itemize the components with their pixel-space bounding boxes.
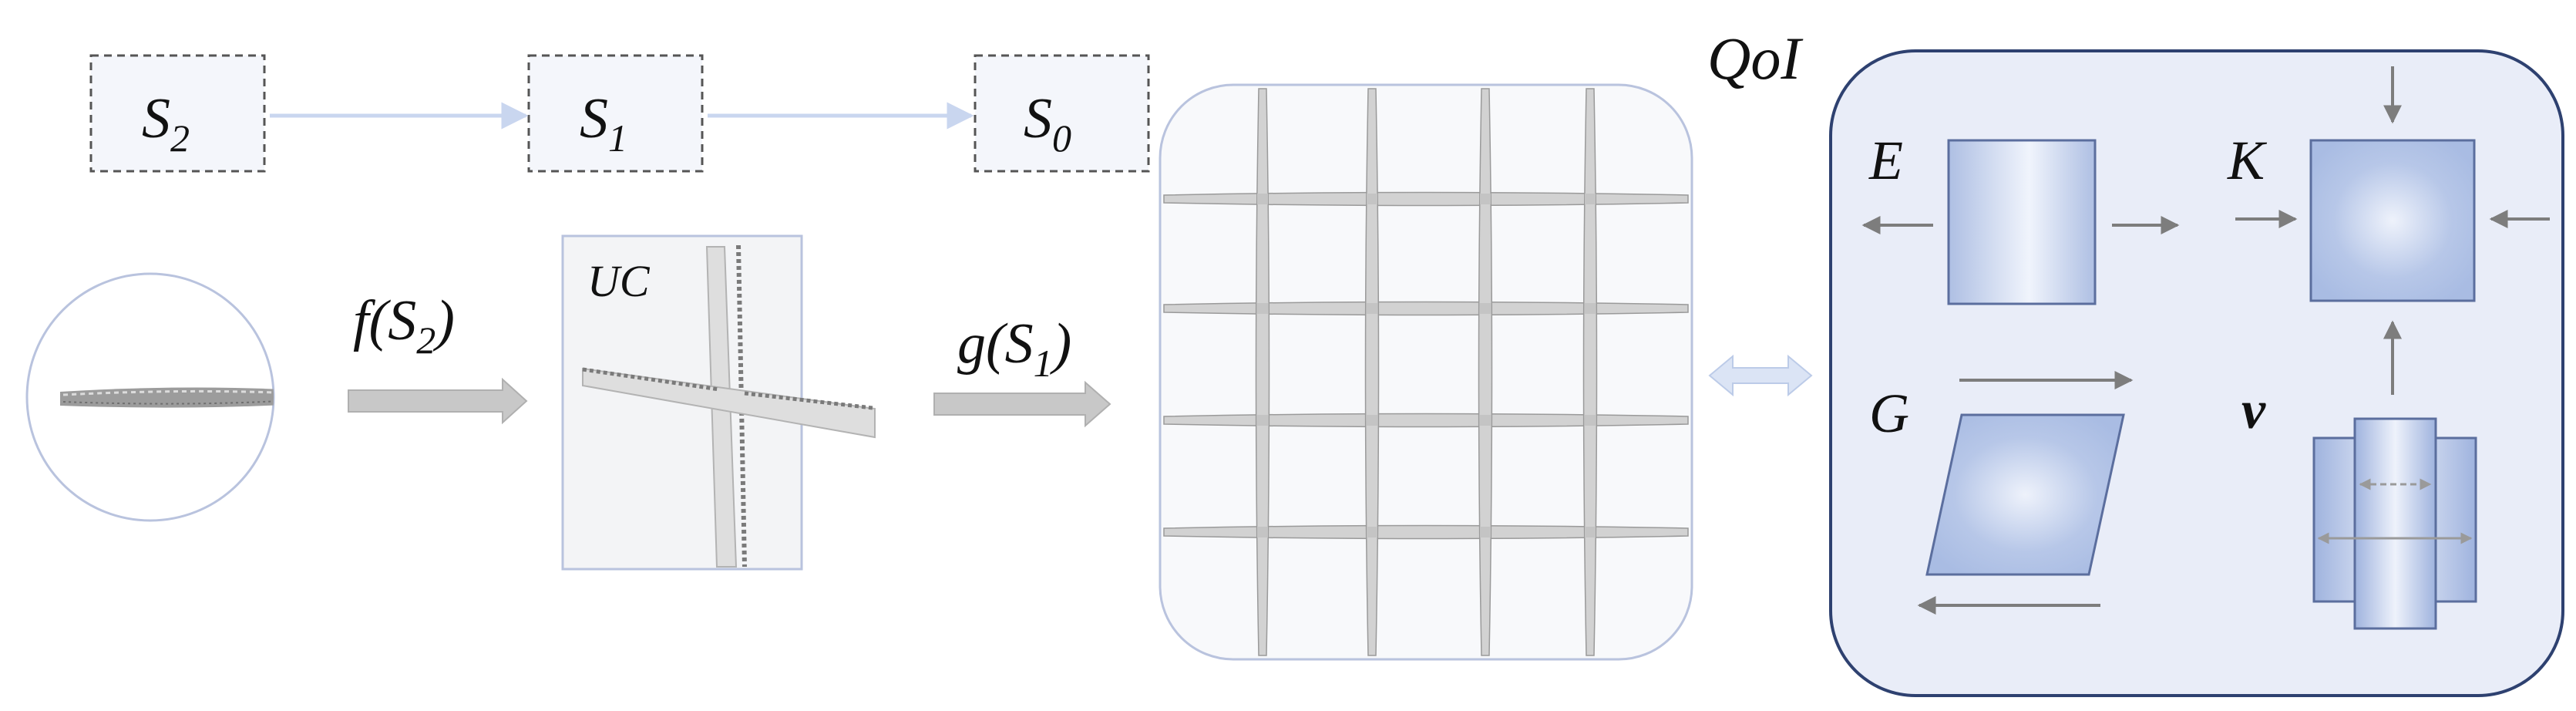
mapping-f-arrow bbox=[348, 377, 528, 425]
property-v-label: v bbox=[2241, 381, 2266, 440]
svg-text:S0: S0 bbox=[1024, 87, 1071, 160]
fabric-crossing bbox=[1257, 527, 1268, 537]
fabric-warp-yarn bbox=[1364, 88, 1380, 656]
fabric-crossing bbox=[1257, 415, 1268, 426]
scale-box-s1: S1 bbox=[527, 54, 704, 173]
equivalence-double-arrow bbox=[1708, 354, 1813, 397]
fabric-crossing bbox=[1367, 303, 1377, 314]
property-g-specimen bbox=[1925, 413, 2125, 576]
fabric-crossing bbox=[1480, 415, 1491, 426]
fiber-view bbox=[25, 272, 275, 522]
mapping-f-label: f(S2) bbox=[353, 289, 455, 362]
property-k-label: K bbox=[2227, 130, 2268, 191]
fabric-crossing bbox=[1367, 194, 1377, 204]
mapping-g-label: g(S1) bbox=[957, 312, 1071, 385]
qoi-title: QoI bbox=[1707, 25, 1804, 92]
fabric-crossing bbox=[1585, 527, 1596, 537]
mapping-g-arrow bbox=[933, 380, 1111, 428]
fabric-weft-yarn bbox=[1163, 191, 1689, 207]
woven-fabric bbox=[1159, 83, 1693, 661]
fabric-warp-yarn bbox=[1582, 88, 1598, 656]
fabric-crossing bbox=[1367, 527, 1377, 537]
unit-cell-label: UC bbox=[587, 256, 651, 306]
svg-text:S1: S1 bbox=[580, 87, 627, 160]
fabric-crossing bbox=[1480, 527, 1491, 537]
fabric-crossing bbox=[1257, 194, 1268, 204]
fabric-crossing bbox=[1367, 415, 1377, 426]
fabric-yarns bbox=[1163, 88, 1689, 656]
svg-text:S2: S2 bbox=[142, 87, 190, 160]
property-e-specimen bbox=[1947, 139, 2097, 305]
fabric-crossing bbox=[1480, 194, 1491, 204]
scale-box-s2: S2 bbox=[89, 54, 266, 173]
fabric-warp-yarn bbox=[1478, 88, 1493, 656]
fabric-weft-yarn bbox=[1163, 524, 1689, 540]
fabric-weft-yarn bbox=[1163, 301, 1689, 316]
fabric-crossing bbox=[1585, 194, 1596, 204]
fabric-warp-yarn bbox=[1255, 88, 1270, 656]
scale-box-s0: S0 bbox=[974, 54, 1150, 173]
fabric-crossing bbox=[1480, 303, 1491, 314]
property-g-label: G bbox=[1869, 382, 1909, 444]
property-k-specimen bbox=[2309, 139, 2476, 302]
fabric-weft-yarn bbox=[1163, 413, 1689, 428]
fabric-crossing bbox=[1585, 303, 1596, 314]
fabric-crossing bbox=[1257, 303, 1268, 314]
property-e-label: E bbox=[1868, 130, 1903, 191]
unit-cell: UC bbox=[561, 234, 876, 571]
property-v-specimen-tall bbox=[2353, 417, 2437, 630]
fabric-crossing bbox=[1585, 415, 1596, 426]
